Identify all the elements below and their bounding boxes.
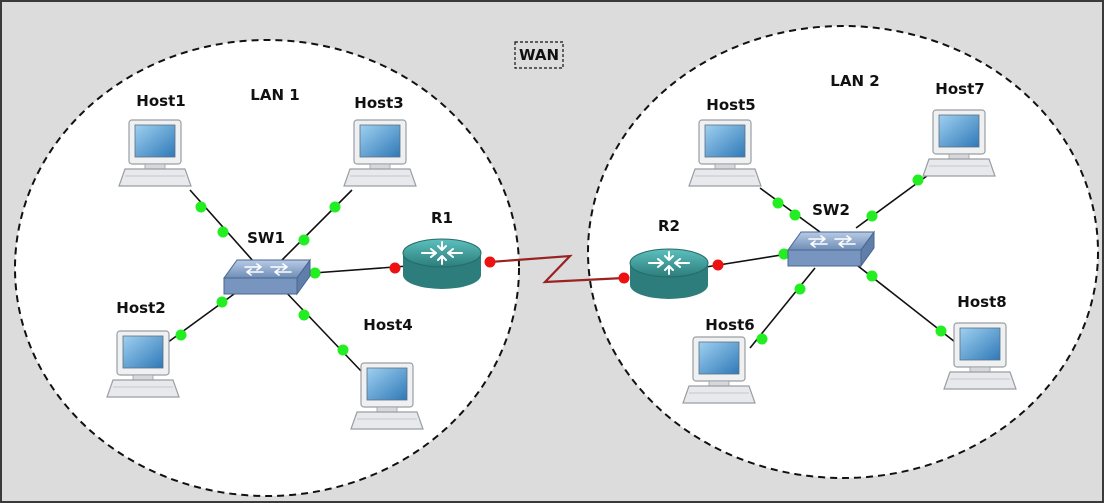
r2-label: R2 xyxy=(658,217,680,235)
port-host5 xyxy=(772,197,784,209)
host7-computer-icon[interactable] xyxy=(922,109,996,177)
link-host5-sw2 xyxy=(759,187,821,233)
port-host4 xyxy=(337,344,349,356)
link-host3-sw1 xyxy=(279,189,353,263)
wan-label-box xyxy=(514,41,564,69)
sw1-label: SW1 xyxy=(247,229,285,247)
wan-label: WAN xyxy=(519,46,559,64)
host6-label: Host6 xyxy=(705,316,754,334)
port-sw2-r2 xyxy=(778,248,790,260)
sw1-switch-icon[interactable] xyxy=(223,259,311,295)
port-r2-sw2 xyxy=(712,259,724,271)
wan-serial-link xyxy=(489,254,625,284)
port-sw2-host6 xyxy=(794,283,806,295)
lan1-label: LAN 1 xyxy=(250,86,299,104)
port-sw2-host7 xyxy=(866,210,878,222)
port-host6 xyxy=(756,333,768,345)
host4-label: Host4 xyxy=(363,316,412,334)
host5-computer-icon[interactable] xyxy=(688,119,762,187)
host3-computer-icon[interactable] xyxy=(343,119,417,187)
link-host4-sw1 xyxy=(281,287,363,373)
host8-computer-icon[interactable] xyxy=(943,322,1017,390)
port-host8 xyxy=(935,325,947,337)
port-r2-wan xyxy=(618,272,630,284)
host6-computer-icon[interactable] xyxy=(682,336,756,404)
sw2-switch-icon[interactable] xyxy=(787,231,875,267)
port-sw2-host8 xyxy=(866,270,878,282)
port-sw1-host4 xyxy=(298,309,310,321)
port-host1 xyxy=(195,201,207,213)
lan2-label: LAN 2 xyxy=(830,72,879,90)
port-sw1-host2 xyxy=(216,296,228,308)
host4-computer-icon[interactable] xyxy=(350,362,424,430)
port-host3 xyxy=(329,201,341,213)
link-host2-sw1 xyxy=(159,285,246,349)
host2-computer-icon[interactable] xyxy=(106,330,180,398)
port-indicators xyxy=(175,174,947,356)
port-sw1-host3 xyxy=(298,234,310,246)
r1-router-icon[interactable] xyxy=(402,238,482,290)
port-host7 xyxy=(912,174,924,186)
host3-label: Host3 xyxy=(354,94,403,112)
host8-label: Host8 xyxy=(957,293,1006,311)
r2-router-icon[interactable] xyxy=(629,248,709,300)
host7-label: Host7 xyxy=(935,80,984,98)
port-sw1-r1 xyxy=(309,267,321,279)
host2-label: Host2 xyxy=(116,299,165,317)
host5-label: Host5 xyxy=(706,96,755,114)
port-r1-wan xyxy=(484,256,496,268)
port-r1-sw1 xyxy=(389,262,401,274)
r1-label: R1 xyxy=(431,209,453,227)
host1-label: Host1 xyxy=(136,92,185,110)
port-host2 xyxy=(175,329,187,341)
port-sw2-host5 xyxy=(789,209,801,221)
host1-computer-icon[interactable] xyxy=(118,119,192,187)
sw2-label: SW2 xyxy=(812,201,850,219)
port-sw1-host1 xyxy=(217,226,229,238)
